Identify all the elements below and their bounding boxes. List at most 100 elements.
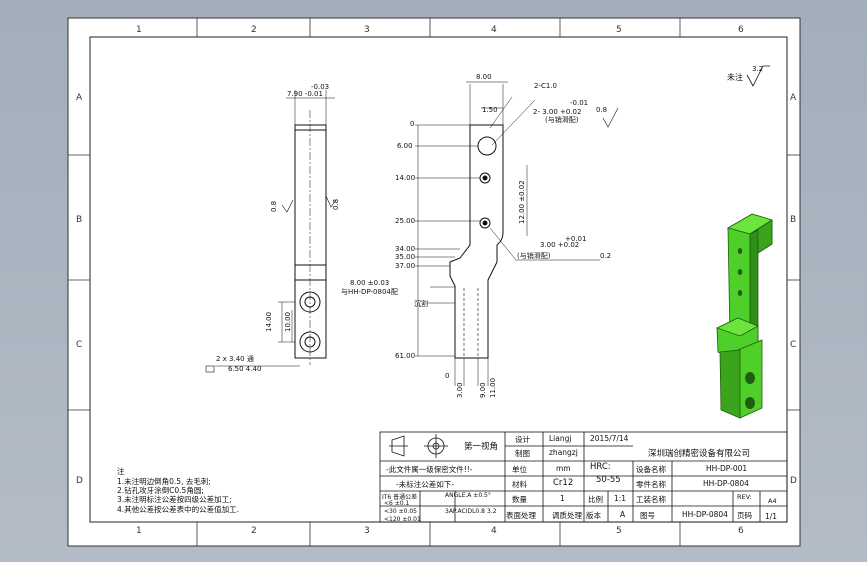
note-2: 2.钻孔攻牙涂倒C0.5角圆; bbox=[117, 486, 204, 495]
zone-bottom-2: 2 bbox=[251, 526, 257, 536]
zone-top-1: 1 bbox=[136, 25, 142, 35]
device-label: 设备名称 bbox=[636, 465, 666, 474]
angle-tol: ANGLE.A ±0.5° bbox=[445, 492, 491, 499]
front-y-61: 61.00 bbox=[395, 352, 415, 360]
side-pitch-14: 14.00 bbox=[265, 312, 273, 332]
front-pin-hole-tol: -0.01 bbox=[570, 99, 588, 107]
side-width-dim: 7.90 -0.01 bbox=[287, 90, 323, 98]
front-y-0: 0 bbox=[410, 120, 414, 128]
side-roughness-right: 0.8 bbox=[332, 199, 340, 210]
qty-label: 数量 bbox=[512, 495, 527, 504]
front-spacing: 12.00 ±0.02 bbox=[518, 180, 526, 224]
front-dim-150: 1.50 bbox=[482, 106, 498, 114]
part-label: 零件名称 bbox=[636, 480, 666, 489]
front-section: 沉割 bbox=[414, 299, 428, 308]
zone-top-3: 3 bbox=[364, 25, 370, 35]
front-pin2-note: (与销滑配) bbox=[517, 251, 551, 260]
unit-value: mm bbox=[556, 464, 571, 473]
front-x-3: 3.00 bbox=[456, 382, 464, 398]
zone-side-D: D bbox=[790, 476, 797, 486]
tol-header: IT6 普通公差 bbox=[382, 494, 418, 501]
front-x-0: 0 bbox=[445, 372, 449, 380]
material-label: 材料 bbox=[512, 480, 527, 489]
scale-label: 比例 bbox=[588, 495, 603, 504]
front-view bbox=[415, 81, 619, 386]
treatment-value: 调质处理 bbox=[552, 511, 582, 520]
projection-label: 第一视角 bbox=[464, 442, 499, 452]
version-value: A bbox=[620, 510, 626, 519]
paper bbox=[67, 17, 801, 547]
draw-label: 制图 bbox=[515, 449, 530, 458]
front-chamfer: 2-C1.0 bbox=[534, 82, 557, 90]
roughness-note-label: 未注 bbox=[727, 72, 743, 82]
part-value: HH-DP-0804 bbox=[703, 479, 749, 488]
note-1: 1.未注明边倒角0.5, 去毛刺; bbox=[117, 477, 211, 486]
zone-ticks bbox=[68, 18, 800, 546]
side-roughness-left: 0.8 bbox=[270, 201, 278, 212]
front-y-14: 14.00 bbox=[395, 174, 415, 182]
zone-top-4: 4 bbox=[491, 25, 497, 35]
page-label: 页码 bbox=[737, 511, 752, 520]
device-value: HH-DP-001 bbox=[706, 464, 748, 473]
tol-row-3: <120 ±0.01 bbox=[384, 516, 421, 523]
surface-val: 3.2 bbox=[487, 508, 497, 515]
front-pin-note: (与销滑配) bbox=[545, 115, 579, 124]
zone-left-C: C bbox=[76, 340, 82, 350]
page-value: 1/1 bbox=[765, 512, 778, 521]
zone-bottom-1: 1 bbox=[136, 526, 142, 536]
zone-side-C: C bbox=[790, 340, 796, 350]
tol-row-1: <6 ±0.1 bbox=[384, 500, 410, 507]
front-x-11: 11.00 bbox=[489, 378, 497, 398]
front-slot-note: 与HH-DP-0804配 bbox=[341, 288, 398, 296]
front-pin2-pos: 0.2 bbox=[600, 252, 611, 260]
zone-bottom-5: 5 bbox=[616, 526, 622, 536]
drawing-no-value: HH-DP-0804 bbox=[682, 510, 728, 519]
side-view bbox=[205, 90, 337, 373]
front-y-6: 6.00 bbox=[397, 142, 413, 150]
design-label: 设计 bbox=[515, 435, 530, 444]
material-value: Cr12 bbox=[553, 478, 574, 488]
front-pin-hole: 2- 3.00 +0.02 bbox=[533, 108, 581, 116]
company-name: 深圳瑞创精密设备有限公司 bbox=[648, 449, 751, 459]
designer: Liangj bbox=[549, 434, 572, 443]
roughness-note-value: 3.2 bbox=[752, 65, 763, 73]
treatment-label: 表面处理 bbox=[506, 511, 536, 520]
front-y-35: 35.00 bbox=[395, 253, 415, 261]
front-pin2: 3.00 +0.02 bbox=[540, 241, 579, 249]
surface-tol: 3AP.ACIDL0.8 bbox=[445, 508, 485, 515]
zone-bottom-3: 3 bbox=[364, 526, 370, 536]
note-3: 3.未注明标注公差按四级公差加工; bbox=[117, 495, 232, 504]
unit-label: 单位 bbox=[512, 465, 527, 474]
side-width-tol: -0.03 bbox=[311, 83, 329, 91]
process-label: 工装名称 bbox=[636, 495, 666, 504]
front-y-25: 25.00 bbox=[395, 217, 415, 225]
zone-top-2: 2 bbox=[251, 25, 257, 35]
drawing-no-label: 图号 bbox=[640, 511, 655, 520]
zone-top-6: 6 bbox=[738, 25, 744, 35]
zone-side-B: B bbox=[790, 215, 796, 225]
front-x-9: 9.00 bbox=[479, 382, 487, 398]
warning-confidential: -此文件属一级保密文件!!- bbox=[386, 465, 473, 474]
note-4: 4.其他公差按公差表中的公差值加工. bbox=[117, 505, 240, 514]
zone-left-D: D bbox=[76, 476, 83, 486]
notes-title: 注 bbox=[117, 467, 125, 476]
date: 2015/7/14 bbox=[590, 434, 629, 443]
zone-side-A: A bbox=[790, 93, 797, 103]
side-counterbore: 6.50 4.40 bbox=[228, 365, 261, 373]
drawer: zhangzj bbox=[549, 448, 578, 457]
scale-value: 1:1 bbox=[614, 494, 627, 503]
iso-model bbox=[715, 213, 773, 419]
hardness-value: 50-55 bbox=[596, 475, 621, 485]
front-y-37: 37.00 bbox=[395, 262, 415, 270]
tol-row-2: <30 ±0.05 bbox=[384, 508, 417, 515]
side-holes: 2 x 3.40 通 bbox=[216, 354, 254, 363]
rev-label: REV: bbox=[737, 493, 752, 501]
zone-left-A: A bbox=[76, 93, 83, 103]
front-slot: 8.00 ±0.03 bbox=[350, 279, 389, 287]
roughness-icon bbox=[746, 65, 770, 87]
zone-left-B: B bbox=[76, 215, 82, 225]
version-label: 版本 bbox=[586, 511, 601, 520]
front-pin2-tol: +0.01 bbox=[565, 235, 586, 243]
title-block-grid bbox=[379, 431, 788, 523]
